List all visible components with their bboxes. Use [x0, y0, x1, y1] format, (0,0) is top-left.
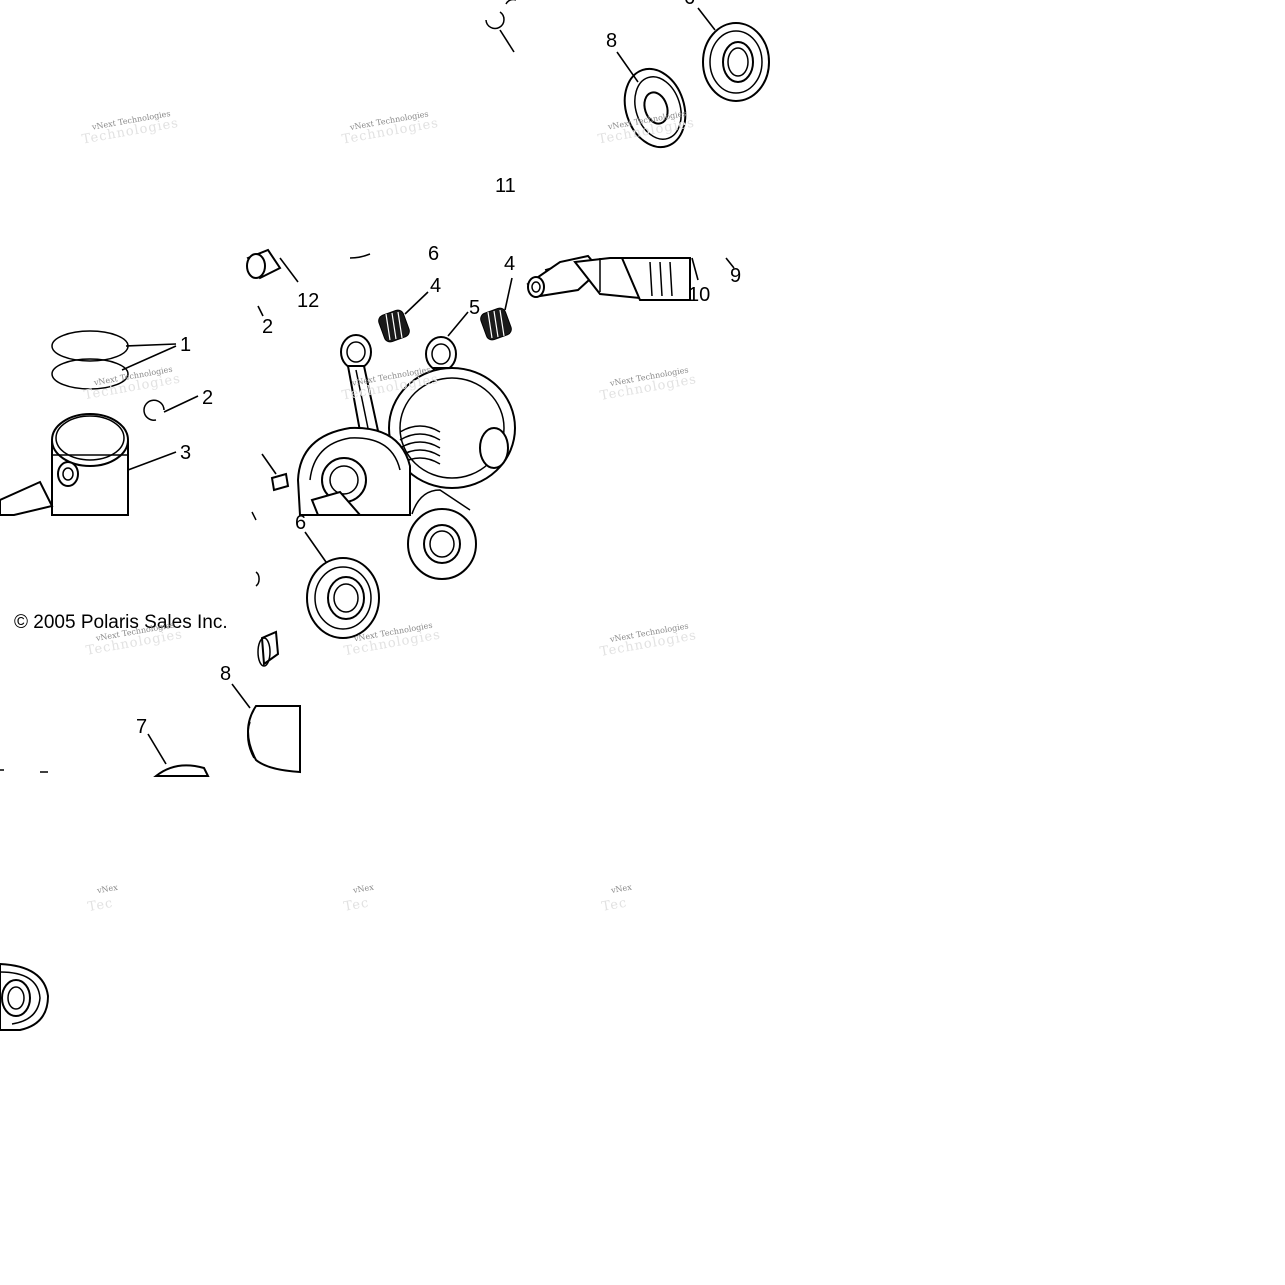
callout-11: 11 — [495, 175, 516, 197]
crank-center-spring — [399, 425, 441, 465]
bearing-fragment-bottom — [251, 511, 380, 639]
crankshaft-end-fragment — [526, 254, 735, 301]
callout-8-top: 8 — [606, 30, 617, 52]
needle-bearing-right — [480, 307, 512, 341]
crank-web-front — [296, 426, 411, 516]
callout-10: 10 — [688, 284, 710, 306]
seal-part-center — [407, 508, 477, 580]
callout-4-right: 4 — [504, 253, 515, 275]
piston-pin-part — [0, 480, 54, 516]
circlip-part — [143, 399, 165, 421]
callout-2: 2 — [202, 387, 213, 409]
callout-7: 7 — [136, 716, 147, 738]
callout-2-center: 2 — [262, 316, 273, 338]
watermark: Tec vNex — [87, 883, 119, 915]
svg-text:vNex: vNex — [351, 883, 374, 896]
needle-bearing-left — [378, 309, 410, 343]
watermark: Technologies vNext Technologies — [599, 621, 698, 660]
callout-6-top: 6 — [684, 0, 695, 9]
crankshaft-assembly — [246, 248, 516, 580]
svg-text:vNex: vNex — [95, 883, 118, 896]
callout-3: 3 — [180, 442, 191, 464]
callouts: 1 2 3 4 4 5 6 6 7 8 8 9 10 11 12 2 6 — [136, 0, 741, 738]
callout-6-center: 6 — [295, 512, 306, 534]
svg-text:Tec: Tec — [87, 896, 115, 915]
callout-6-partial: 6 — [428, 243, 439, 265]
callout-1: 1 — [180, 334, 191, 356]
lower-left-fragment — [0, 630, 301, 777]
callout-12: 12 — [297, 290, 319, 312]
seal-fragment-bottom-left — [0, 962, 50, 1031]
watermark: Tec vNex — [601, 883, 633, 915]
piston-fragment — [0, 330, 199, 516]
connecting-rod-left — [340, 334, 382, 444]
callout-4-left: 4 — [430, 275, 441, 297]
callout-9: 9 — [730, 265, 741, 287]
svg-text:Tec: Tec — [601, 896, 629, 915]
svg-text:vNex: vNex — [609, 883, 632, 896]
piston-part — [51, 413, 129, 516]
watermark: Technologies vNext Technologies — [83, 365, 182, 404]
seal-part-top — [623, 67, 687, 149]
callout-5: 5 — [469, 297, 480, 319]
watermark: Technologies vNext Technologies — [341, 109, 440, 147]
watermark: Tec vNex — [343, 883, 375, 915]
watermark: Technologies vNext Technologies — [81, 109, 180, 148]
watermark: Technologies vNext Technologies — [599, 365, 698, 404]
top-fragment — [485, 0, 770, 149]
svg-text:Tec: Tec — [343, 896, 371, 915]
callout-8-bottom: 8 — [220, 663, 231, 685]
bearing-part-top — [702, 22, 770, 102]
copyright-text: © 2005 Polaris Sales Inc. — [14, 612, 228, 633]
snap-ring-part — [485, 11, 505, 30]
